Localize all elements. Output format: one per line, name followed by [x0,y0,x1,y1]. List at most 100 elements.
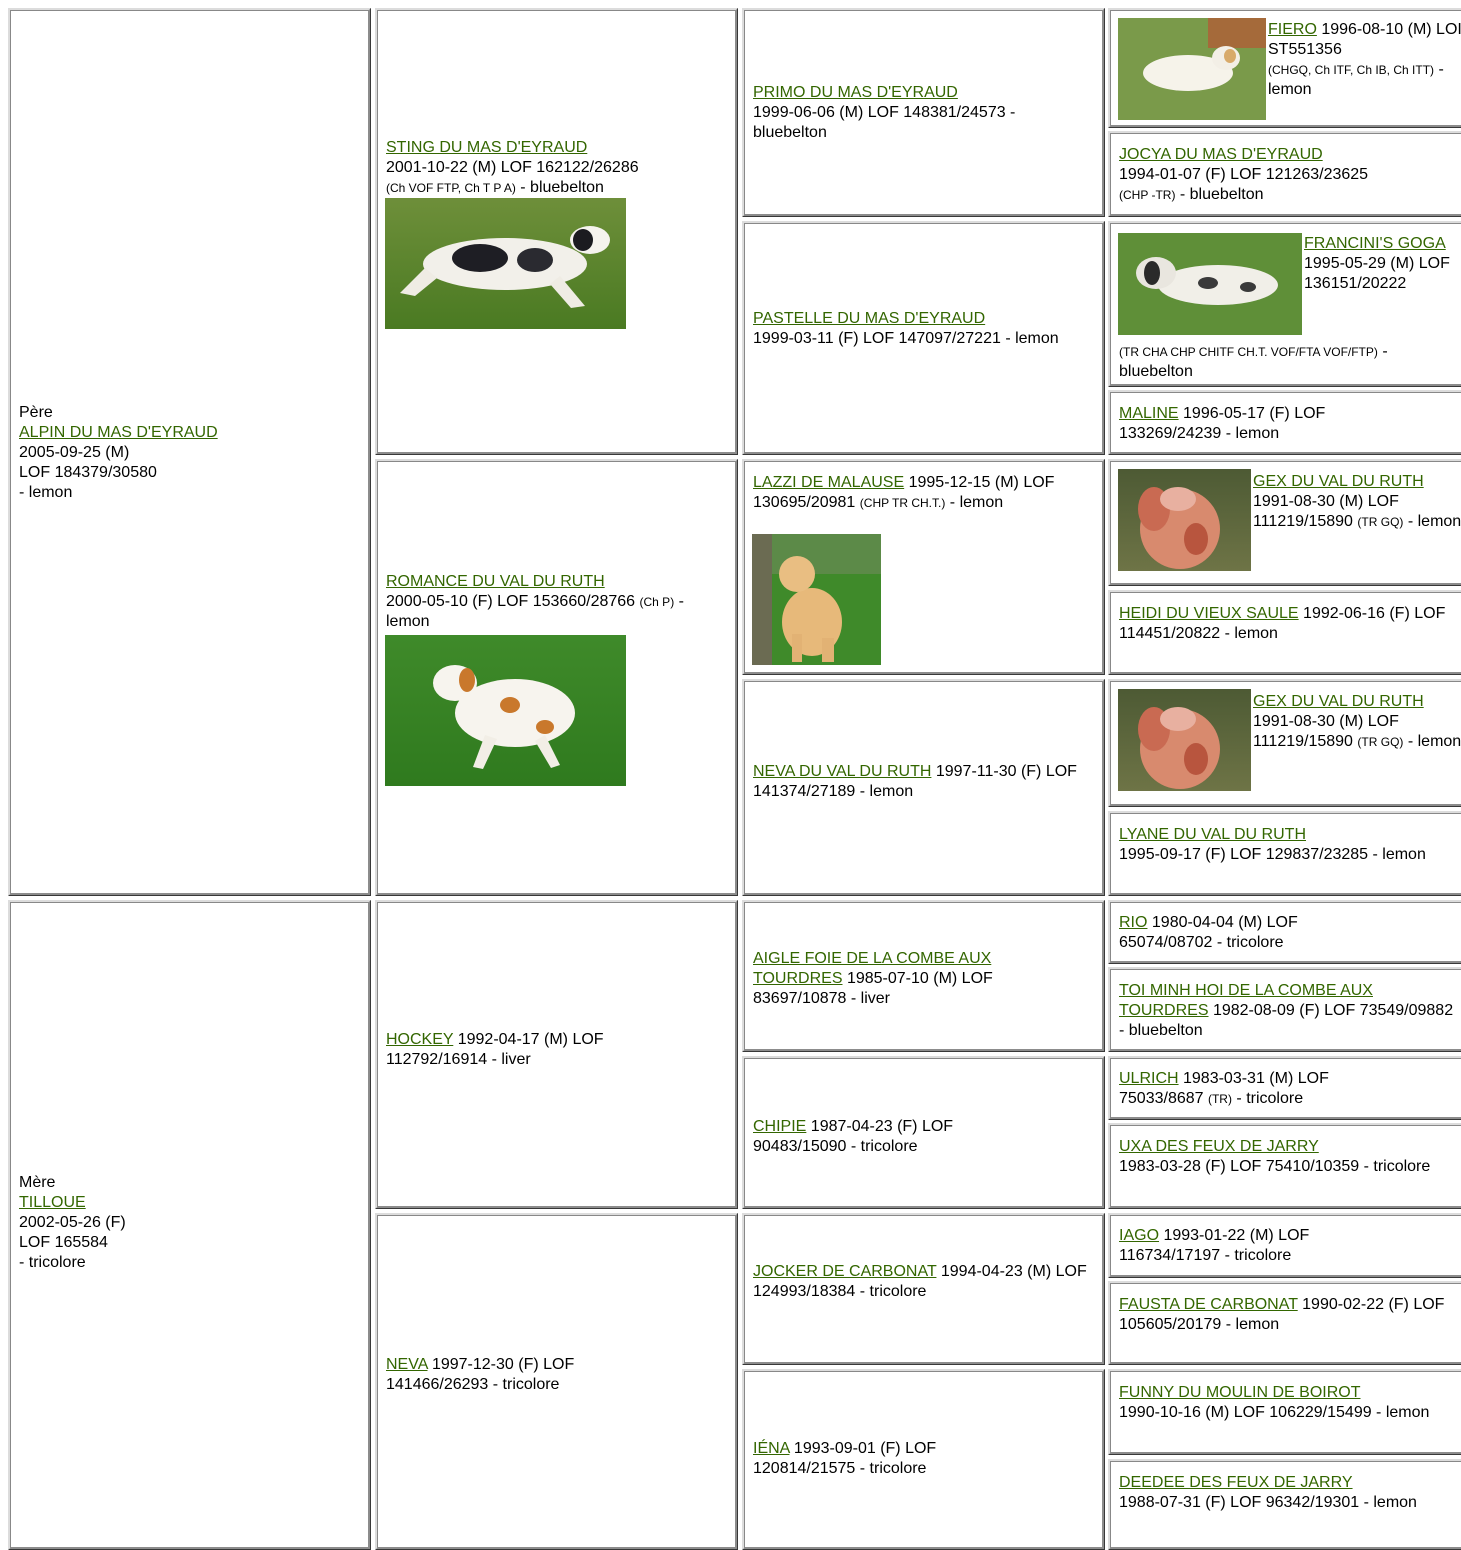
sire-registry: LOF 184379/30580 [19,464,157,481]
gg-lazzi-cell: LAZZI DE MALAUSE 1995-12-15 (M) LOF 1306… [742,459,1105,675]
dog-link[interactable]: LYANE DU VAL DU RUTH [1119,826,1306,843]
sire-color: - lemon [19,484,73,501]
gg-aigle-cell: AIGLE FOIE DE LA COMBE AUX TOURDRES 1985… [742,900,1105,1052]
dog-color: - lemon [1403,733,1461,750]
ggg-gex2-cell: GEX DU VAL DU RUTH 1991-08-30 (M) LOF 11… [1108,679,1461,807]
dog-titles: (TR GQ) [1357,735,1404,749]
dog-info: 1988-07-31 (F) LOF 96342/19301 - lemon [1119,1494,1417,1511]
dog-link[interactable]: PRIMO DU MAS D'EYRAUD [753,84,958,101]
dog-titles: (CHP -TR) [1119,188,1176,202]
gg-pastelle-cell: PASTELLE DU MAS D'EYRAUD 1999-03-11 (F) … [742,221,1105,455]
dog-link[interactable]: STING DU MAS D'EYRAUD [386,139,588,156]
dog-info: 1992-04-17 (M) LOF 112792/16914 - liver [386,1031,604,1068]
dog-link[interactable]: NEVA DU VAL DU RUTH [753,763,932,780]
dog-link[interactable]: PASTELLE DU MAS D'EYRAUD [753,310,986,327]
dog-info: 2000-05-10 (F) LOF 153660/28766 [386,593,636,610]
sire-link[interactable]: ALPIN DU MAS D'EYRAUD [19,424,218,441]
dog-info: 1982-08-09 (F) LOF 73549/09882 - bluebel… [1119,1002,1454,1039]
dog-photo [385,198,626,329]
ggg-uxa-cell: UXA DES FEUX DE JARRY 1983-03-28 (F) LOF… [1108,1123,1461,1209]
dog-info: 1999-03-11 (F) LOF 147097/27221 - lemon [753,330,1059,347]
dog-link[interactable]: ROMANCE DU VAL DU RUTH [386,573,605,590]
dog-link[interactable]: HEIDI DU VIEUX SAULE [1119,605,1299,622]
dog-link[interactable]: GEX DU VAL DU RUTH [1253,473,1424,490]
dog-link[interactable]: AIGLE FOIE DE LA COMBE AUX TOURDRES [753,950,992,987]
dog-link[interactable]: JOCYA DU MAS D'EYRAUD [1119,146,1323,163]
dog-link[interactable]: RIO [1119,914,1148,931]
dog-info: 1993-01-22 (M) LOF 116734/17197 - tricol… [1119,1227,1310,1264]
dog-link[interactable]: FAUSTA DE CARBONAT [1119,1296,1298,1313]
dog-info: 1995-05-29 (M) LOF 136151/20222 [1304,255,1450,292]
dog-photo [752,534,881,665]
gg-neva-vr-cell: NEVA DU VAL DU RUTH 1997-11-30 (F) LOF 1… [742,679,1105,896]
gg-primo-cell: PRIMO DU MAS D'EYRAUD 1999-06-06 (M) LOF… [742,8,1105,217]
dog-info: 1996-08-10 (M) LOI ST551356 [1268,21,1461,58]
dog-color: - lemon [386,593,684,630]
dog-link[interactable]: FUNNY DU MOULIN DE BOIROT [1119,1384,1361,1401]
dog-link[interactable]: UXA DES FEUX DE JARRY [1119,1138,1319,1155]
ggg-gex1-cell: GEX DU VAL DU RUTH 1991-08-30 (M) LOF 11… [1108,459,1461,586]
ggg-fausta-cell: FAUSTA DE CARBONAT 1990-02-22 (F) LOF 10… [1108,1281,1461,1365]
dam-dob: 2002-05-26 (F) [19,1214,126,1231]
dog-titles: (Ch P) [639,595,675,609]
ggg-lyane-cell: LYANE DU VAL DU RUTH 1995-09-17 (F) LOF … [1108,811,1461,896]
dam-cell: Mère TILLOUE 2002-05-26 (F) LOF 165584 -… [8,900,371,1550]
dog-titles: (CHGQ, Ch ITF, Ch IB, Ch ITT) [1268,63,1435,77]
dog-link[interactable]: NEVA [386,1356,428,1373]
gg-chipie-cell: CHIPIE 1987-04-23 (F) LOF 90483/15090 - … [742,1056,1105,1209]
dog-photo [1118,689,1251,791]
dam-link[interactable]: TILLOUE [19,1194,86,1211]
ggg-deedee-cell: DEEDEE DES FEUX DE JARRY 1988-07-31 (F) … [1108,1459,1461,1550]
dog-info: 1994-01-07 (F) LOF 121263/23625 [1119,166,1369,183]
sire-dob: 2005-09-25 (M) [19,444,130,461]
dog-link[interactable]: LAZZI DE MALAUSE [753,474,905,491]
dog-link[interactable]: HOCKEY [386,1031,454,1048]
dog-link[interactable]: GEX DU VAL DU RUTH [1253,693,1424,710]
dog-link[interactable]: TOI MINH HOI DE LA COMBE AUX TOURDRES [1119,982,1373,1019]
dog-color: - bluebelton [515,179,604,196]
dam-label: Mère [19,1174,56,1191]
dog-link[interactable]: FRANCINI'S GOGA [1304,235,1446,252]
dog-link[interactable]: ULRICH [1119,1070,1179,1087]
dog-titles: (Ch VOF FTP, Ch T P A) [386,181,516,195]
dog-info: 1996-05-17 (F) LOF 133269/24239 - lemon [1119,405,1326,442]
ggg-jocya-cell: JOCYA DU MAS D'EYRAUD 1994-01-07 (F) LOF… [1108,131,1461,217]
dog-color: - lemon [1403,513,1461,530]
dog-photo [1118,18,1266,120]
ggg-maline-cell: MALINE 1996-05-17 (F) LOF 133269/24239 -… [1108,390,1461,455]
dog-titles: (TR) [1207,1092,1232,1106]
dog-info: 1997-11-30 (F) LOF 141374/27189 - lemon [753,763,1077,800]
ggg-heidi-cell: HEIDI DU VIEUX SAULE 1992-06-16 (F) LOF … [1108,590,1461,675]
gg-jocker-cell: JOCKER DE CARBONAT 1994-04-23 (M) LOF 12… [742,1213,1105,1365]
dog-photo [1118,233,1302,335]
dog-info: 1995-09-17 (F) LOF 129837/23285 - lemon [1119,846,1426,863]
dog-titles: (TR GQ) [1357,515,1404,529]
dog-titles: (TR CHA CHP CHITF CH.T. VOF/FTA VOF/FTP) [1119,345,1378,359]
dog-photo [385,635,626,786]
dog-link[interactable]: DEEDEE DES FEUX DE JARRY [1119,1474,1353,1491]
ggg-ulrich-cell: ULRICH 1983-03-31 (M) LOF 75033/8687 (TR… [1108,1056,1461,1120]
dog-info: 1991-08-30 (M) LOF 111219/15890 [1253,493,1399,530]
dog-link[interactable]: IÉNA [753,1440,790,1457]
granddam-neva-cell: NEVA 1997-12-30 (F) LOF 141466/26293 - t… [375,1213,738,1550]
dam-color: - tricolore [19,1254,86,1271]
granddam-romance-cell: ROMANCE DU VAL DU RUTH 2000-05-10 (F) LO… [375,459,738,896]
dog-info: 1991-08-30 (M) LOF 111219/15890 [1253,713,1399,750]
dog-info: 1985-07-10 (M) LOF 83697/10878 - liver [753,970,993,1007]
dog-link[interactable]: IAGO [1119,1227,1160,1244]
ggg-fiero-cell: FIERO 1996-08-10 (M) LOI ST551356 (CHGQ,… [1108,8,1461,128]
dog-info: 1990-02-22 (F) LOF 105605/20179 - lemon [1119,1296,1445,1333]
grandsire-sting-cell: STING DU MAS D'EYRAUD 2001-10-22 (M) LOF… [375,8,738,455]
dog-color: - lemon [945,494,1004,511]
dog-link[interactable]: MALINE [1119,405,1179,422]
granddam-hockey-cell: HOCKEY 1992-04-17 (M) LOF 112792/16914 -… [375,900,738,1209]
dog-info: 1983-03-31 (M) LOF 75033/8687 [1119,1070,1329,1107]
dog-titles: (CHP TR CH.T.) [859,496,946,510]
dog-link[interactable]: FIERO [1268,21,1317,38]
dog-info: 1999-06-06 (M) LOF 148381/24573 - bluebe… [753,104,1016,141]
dog-color: - bluebelton [1175,186,1264,203]
dog-link[interactable]: CHIPIE [753,1118,807,1135]
dog-link[interactable]: JOCKER DE CARBONAT [753,1263,937,1280]
dog-info: 1990-10-16 (M) LOF 106229/15499 - lemon [1119,1404,1430,1421]
dam-registry: LOF 165584 [19,1234,108,1251]
